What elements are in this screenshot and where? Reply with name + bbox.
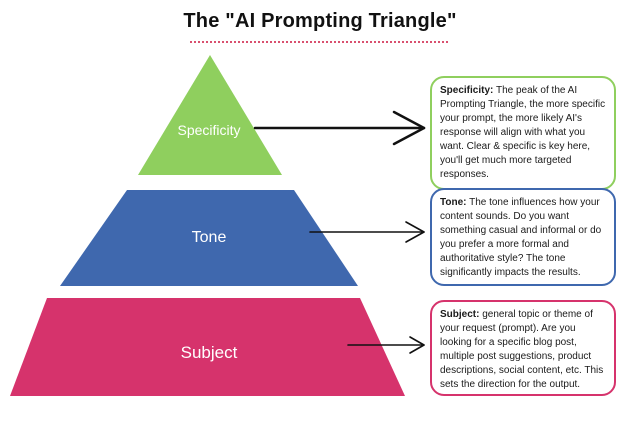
- specificity-tier: [138, 55, 282, 175]
- specificity-heading: Specificity:: [440, 85, 494, 96]
- specificity-arrow: [253, 110, 426, 146]
- tone-description-box: Tone: The tone influences how your conte…: [430, 188, 616, 286]
- tone-heading: Tone:: [440, 197, 467, 208]
- specificity-tier-label: Specificity: [177, 122, 240, 138]
- title-underline: [190, 41, 448, 43]
- subject-tier-label: Subject: [181, 343, 238, 362]
- subject-description-box: Subject: general topic or theme of your …: [430, 300, 616, 396]
- subject-tier: [10, 298, 405, 396]
- tone-tier-label: Tone: [192, 229, 227, 246]
- subject-arrow: [347, 336, 425, 354]
- tone-tier: [60, 190, 358, 286]
- tone-arrow: [309, 221, 425, 243]
- specificity-description: The peak of the AI Prompting Triangle, t…: [440, 85, 606, 180]
- diagram-title: The "AI Prompting Triangle": [183, 10, 457, 32]
- specificity-description-box: Specificity: The peak of the AI Promptin…: [430, 76, 616, 190]
- subject-heading: Subject:: [440, 309, 480, 320]
- tone-description: The tone influences how your content sou…: [440, 197, 602, 278]
- subject-description: general topic or theme of your request (…: [440, 309, 604, 390]
